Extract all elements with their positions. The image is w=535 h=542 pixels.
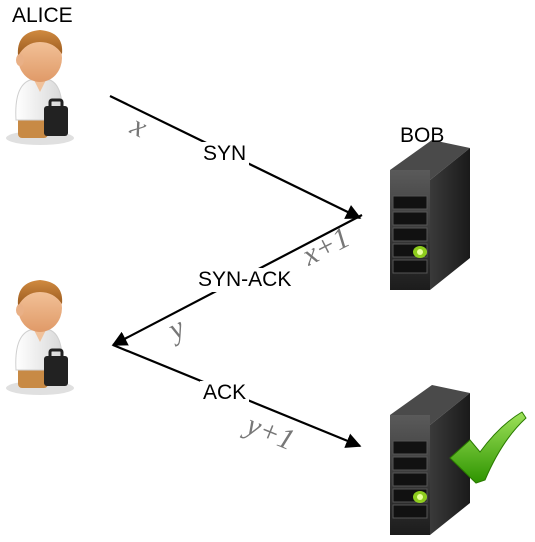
bob-server-icon: [389, 139, 471, 291]
alice-person-icon: [4, 28, 76, 147]
alice-label: ALICE: [12, 4, 73, 27]
ack-label: ACK: [200, 381, 250, 405]
alice-person-icon-2: [4, 278, 76, 397]
checkmark-icon: [449, 411, 527, 484]
bob-label: BOB: [400, 124, 445, 147]
syn-ack-label: SYN-ACK: [195, 268, 295, 292]
syn-label: SYN: [200, 142, 250, 166]
